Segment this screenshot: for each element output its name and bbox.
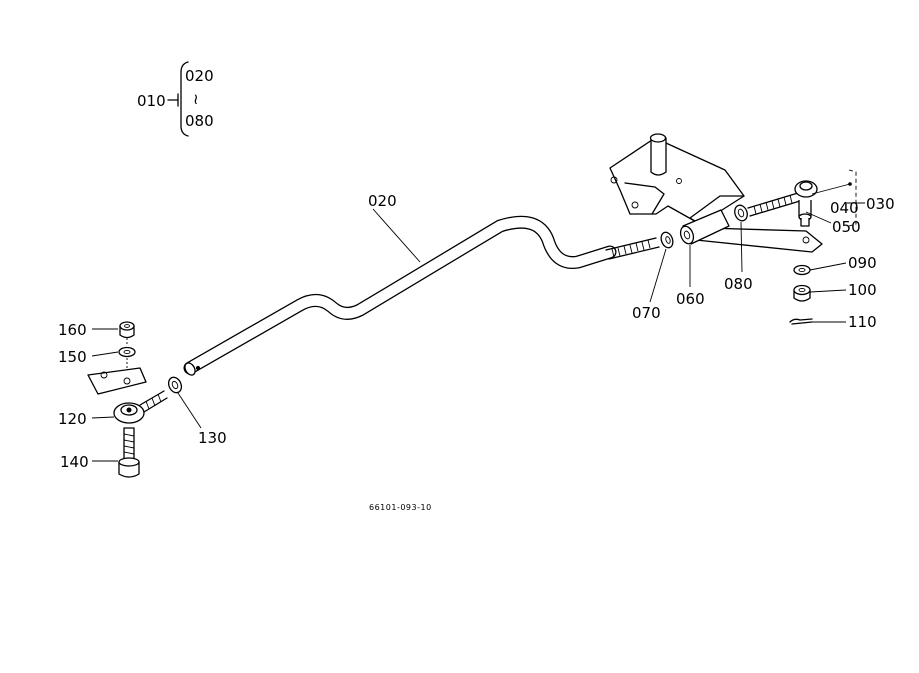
label-080: 080 (724, 275, 753, 293)
assembly-group-bracket: 010 020 ≀ 080 (137, 61, 214, 137)
label-120: 120 (58, 410, 87, 428)
label-100: 100 (848, 281, 877, 299)
rod-020 (183, 215, 660, 376)
pivot-bracket (609, 133, 823, 253)
label-070: 070 (632, 304, 661, 322)
label-050: 050 (832, 218, 861, 236)
right-hardware (660, 169, 857, 325)
label-140: 140 (60, 453, 89, 471)
label-040: 040 (830, 199, 859, 217)
label-090: 090 (848, 254, 877, 272)
label-010: 010 (137, 92, 166, 110)
label-tilde: ≀ (193, 90, 199, 108)
label-020: 020 (368, 192, 397, 210)
label-060: 060 (676, 290, 705, 308)
label-160: 160 (58, 321, 87, 339)
left-hardware (87, 321, 183, 478)
drawing-code: 66101-093-10 (369, 503, 432, 512)
leader-lines (91, 182, 865, 462)
part-labels: 020 030 040 050 060 070 080 090 100 110 … (58, 192, 895, 471)
label-080-group: 080 (185, 112, 214, 130)
label-110: 110 (848, 313, 877, 331)
label-150: 150 (58, 348, 87, 366)
label-030: 030 (866, 195, 895, 213)
label-130: 130 (198, 429, 227, 447)
label-020-group: 020 (185, 67, 214, 85)
